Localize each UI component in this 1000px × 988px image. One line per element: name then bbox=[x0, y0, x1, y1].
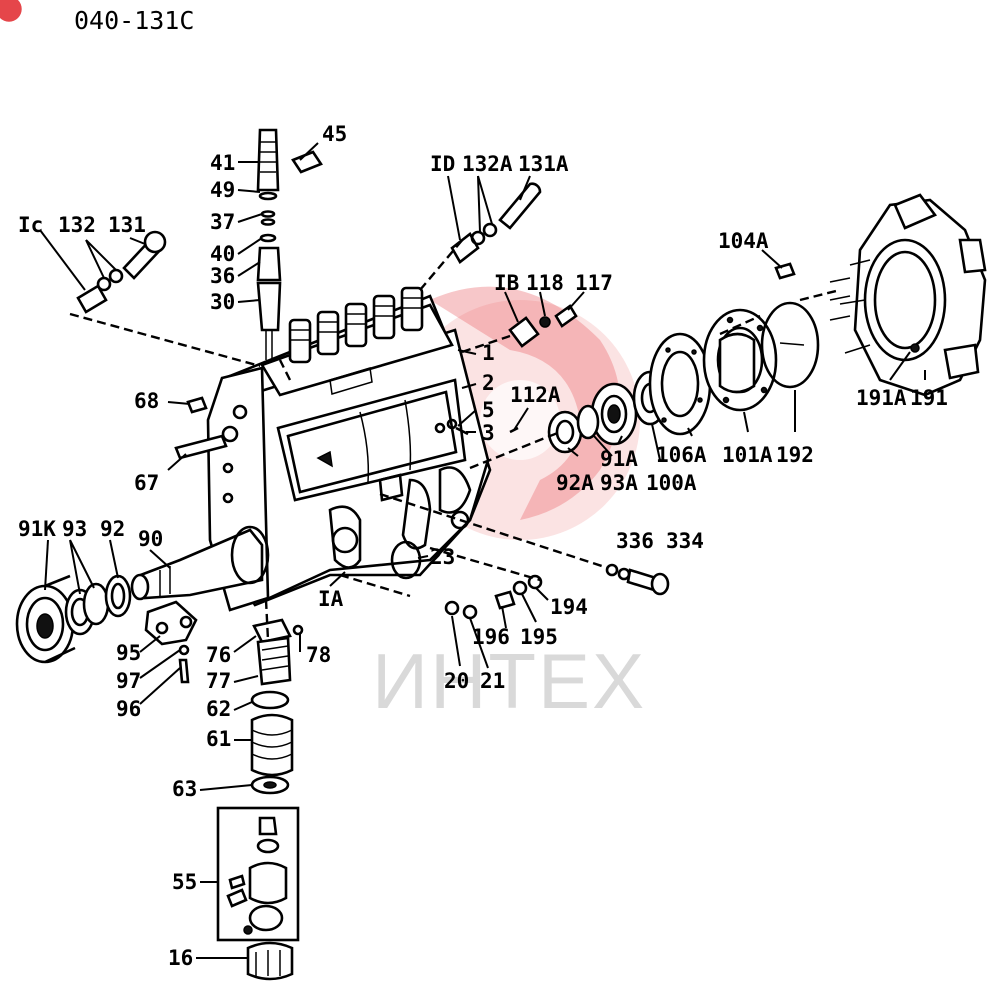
shim-93 bbox=[64, 582, 110, 636]
camshaft bbox=[130, 525, 270, 601]
label-78: 78 bbox=[306, 643, 331, 667]
label-104a: 104A bbox=[718, 229, 769, 253]
flange-101a bbox=[702, 308, 778, 412]
label-131: 131 bbox=[108, 213, 146, 237]
label-191: 191 bbox=[910, 386, 948, 410]
bolt-67 bbox=[174, 425, 239, 460]
label-97: 97 bbox=[116, 669, 141, 693]
diagram-code: 040-131C bbox=[74, 6, 194, 35]
label-95: 95 bbox=[116, 641, 141, 665]
studs-191a bbox=[829, 277, 851, 321]
label-37: 37 bbox=[210, 210, 235, 234]
seal-92a bbox=[547, 410, 583, 454]
label-3: 3 bbox=[482, 421, 495, 445]
label-336: 336 bbox=[616, 529, 654, 553]
shim-93a bbox=[576, 404, 600, 440]
leader-lines bbox=[39, 142, 926, 959]
label-93a: 93A bbox=[600, 471, 638, 495]
label-20: 20 bbox=[444, 669, 469, 693]
label-196: 196 bbox=[472, 625, 510, 649]
bolt-334 bbox=[605, 563, 670, 596]
label-101a: 101A bbox=[722, 443, 773, 467]
label-67: 67 bbox=[134, 471, 159, 495]
label-195: 195 bbox=[520, 625, 558, 649]
seal-92 bbox=[104, 574, 132, 618]
label-62: 62 bbox=[206, 697, 231, 721]
tappet-stack bbox=[216, 618, 304, 981]
label-55: 55 bbox=[172, 870, 197, 894]
label-40: 40 bbox=[210, 242, 235, 266]
label-1b: IB bbox=[494, 271, 519, 295]
label-91a: 91A bbox=[600, 447, 638, 471]
label-21: 21 bbox=[480, 669, 505, 693]
label-16: 16 bbox=[168, 946, 193, 970]
alignment-lines bbox=[69, 237, 841, 641]
label-93: 93 bbox=[62, 517, 87, 541]
label-192: 192 bbox=[776, 443, 814, 467]
label-191a: 191A bbox=[856, 386, 907, 410]
label-1c: Ic bbox=[18, 213, 43, 237]
watermark-text: ИНТЕХ bbox=[372, 637, 646, 725]
label-61: 61 bbox=[206, 727, 231, 751]
label-49: 49 bbox=[210, 178, 235, 202]
o-ring-192 bbox=[760, 301, 820, 389]
small-parts-194-196 bbox=[444, 574, 543, 620]
label-23: 23 bbox=[430, 545, 455, 569]
label-77: 77 bbox=[206, 669, 231, 693]
label-2: 2 bbox=[482, 371, 495, 395]
label-131a: 131A bbox=[518, 152, 569, 176]
label-112a: 112A bbox=[510, 383, 561, 407]
label-100a: 100A bbox=[646, 471, 697, 495]
label-63: 63 bbox=[172, 777, 197, 801]
label-1: 1 bbox=[482, 341, 495, 365]
housing-191 bbox=[839, 193, 987, 397]
label-92a: 92A bbox=[556, 471, 594, 495]
fitting-id-group bbox=[450, 182, 542, 264]
bolt-68 bbox=[186, 396, 208, 414]
o-ring-23 bbox=[390, 540, 422, 580]
fitting-ib-group bbox=[508, 304, 578, 348]
label-76: 76 bbox=[206, 643, 231, 667]
label-106a: 106A bbox=[656, 443, 707, 467]
label-1d: ID bbox=[430, 152, 455, 176]
label-36: 36 bbox=[210, 264, 235, 288]
label-5: 5 bbox=[482, 398, 495, 422]
label-68: 68 bbox=[134, 389, 159, 413]
corner-mark bbox=[0, 0, 22, 22]
label-92: 92 bbox=[100, 517, 125, 541]
label-45: 45 bbox=[322, 122, 347, 146]
label-1a: IA bbox=[318, 587, 344, 611]
bracket-95 bbox=[144, 600, 198, 684]
delivery-valve-holders bbox=[288, 286, 424, 364]
label-90: 90 bbox=[138, 527, 163, 551]
label-132a: 132A bbox=[462, 152, 513, 176]
label-334: 334 bbox=[666, 529, 704, 553]
part-labels: 45 41 49 37 40 36 30 Ic 132 131 ID 132A … bbox=[18, 122, 948, 970]
gasket-106a bbox=[648, 332, 712, 436]
label-194: 194 bbox=[550, 595, 588, 619]
label-117: 117 bbox=[575, 271, 613, 295]
label-96: 96 bbox=[116, 697, 141, 721]
bearing-91a bbox=[590, 382, 638, 446]
label-30: 30 bbox=[210, 290, 235, 314]
fitting-ic-group bbox=[76, 230, 167, 314]
label-91k: 91K bbox=[18, 517, 56, 541]
label-41: 41 bbox=[210, 151, 235, 175]
label-132: 132 bbox=[58, 213, 96, 237]
label-118: 118 bbox=[526, 271, 564, 295]
